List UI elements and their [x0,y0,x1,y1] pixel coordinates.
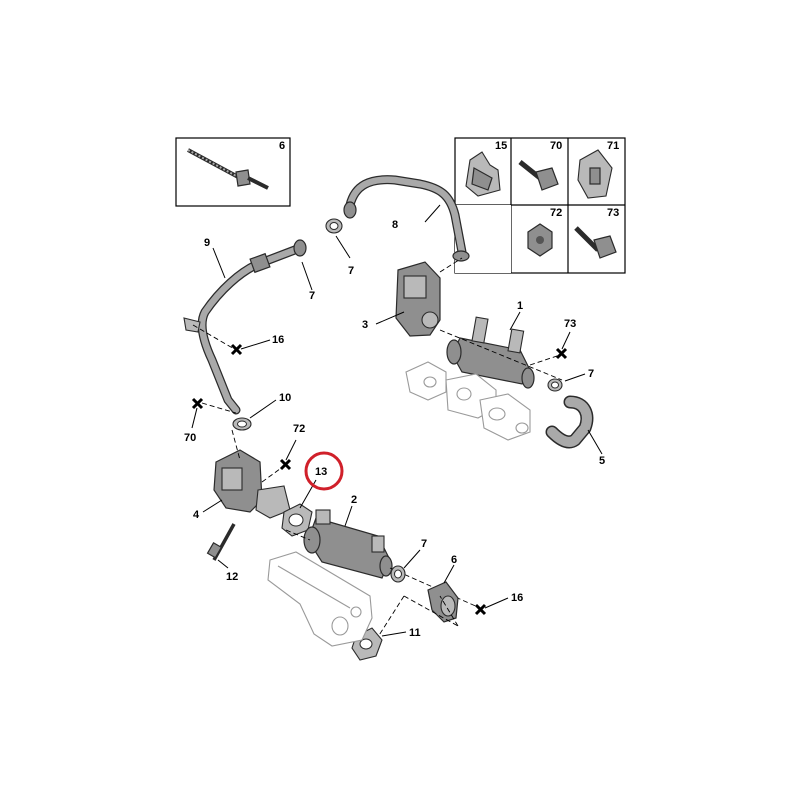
clamp-7-right [547,378,563,392]
label-8: 8 [392,219,398,231]
nut-clip-71-icon [577,149,613,199]
elbow-6 [427,581,459,623]
egr-valve-4 [213,449,291,519]
label-7-top: 7 [348,265,354,277]
cross-marker-70 [191,397,204,410]
label-70-box: 70 [550,140,562,152]
stud-icon [187,148,269,190]
label-72-box: 72 [550,207,562,219]
nut-72-icon [527,223,553,257]
cross-marker-16-upper [230,343,243,356]
label-16-upper: 16 [272,334,284,346]
label-73-box: 73 [607,207,619,219]
egr-cooler-2 [303,509,393,579]
label-13: 13 [315,466,327,478]
stud-box: 6 [175,137,291,207]
label-7-lower: 7 [421,538,427,550]
label-1: 1 [517,300,523,312]
clip-icon [465,151,501,197]
label-2: 2 [351,494,357,506]
label-72: 72 [293,423,305,435]
label-6-box: 6 [279,140,285,152]
cross-marker-73 [555,347,568,360]
fasteners-box: 15 70 71 72 73 [454,137,626,274]
hose-5 [545,395,594,449]
clamp-7-top [325,218,343,234]
label-11: 11 [409,627,421,639]
label-12: 12 [226,571,238,583]
gasket-13 [281,503,313,537]
pipe-8 [343,175,470,262]
label-7-right: 7 [588,368,594,380]
label-3: 3 [362,319,368,331]
seal-10 [232,417,252,431]
bolt-70-icon [518,160,559,191]
ghost-housing-upper [405,361,531,441]
label-71: 71 [607,140,619,152]
label-16-lower: 16 [511,592,523,604]
label-7-pipe9: 7 [309,290,315,302]
pipe-9 [183,239,307,415]
bolt-73-icon [574,226,617,259]
label-15: 15 [495,140,507,152]
stud-12 [206,523,236,561]
label-73: 73 [564,318,576,330]
label-9: 9 [204,237,210,249]
label-10: 10 [279,392,291,404]
label-6: 6 [451,554,457,566]
label-5: 5 [599,455,605,467]
egr-valve-3 [395,261,441,337]
ghost-housing-lower [267,551,373,647]
label-4: 4 [193,509,200,521]
clamp-7-lower [390,565,406,583]
highlight-circle [304,451,344,491]
cross-marker-16-lower [474,603,487,616]
egr-cooler-1 [446,316,535,389]
label-70: 70 [184,432,196,444]
